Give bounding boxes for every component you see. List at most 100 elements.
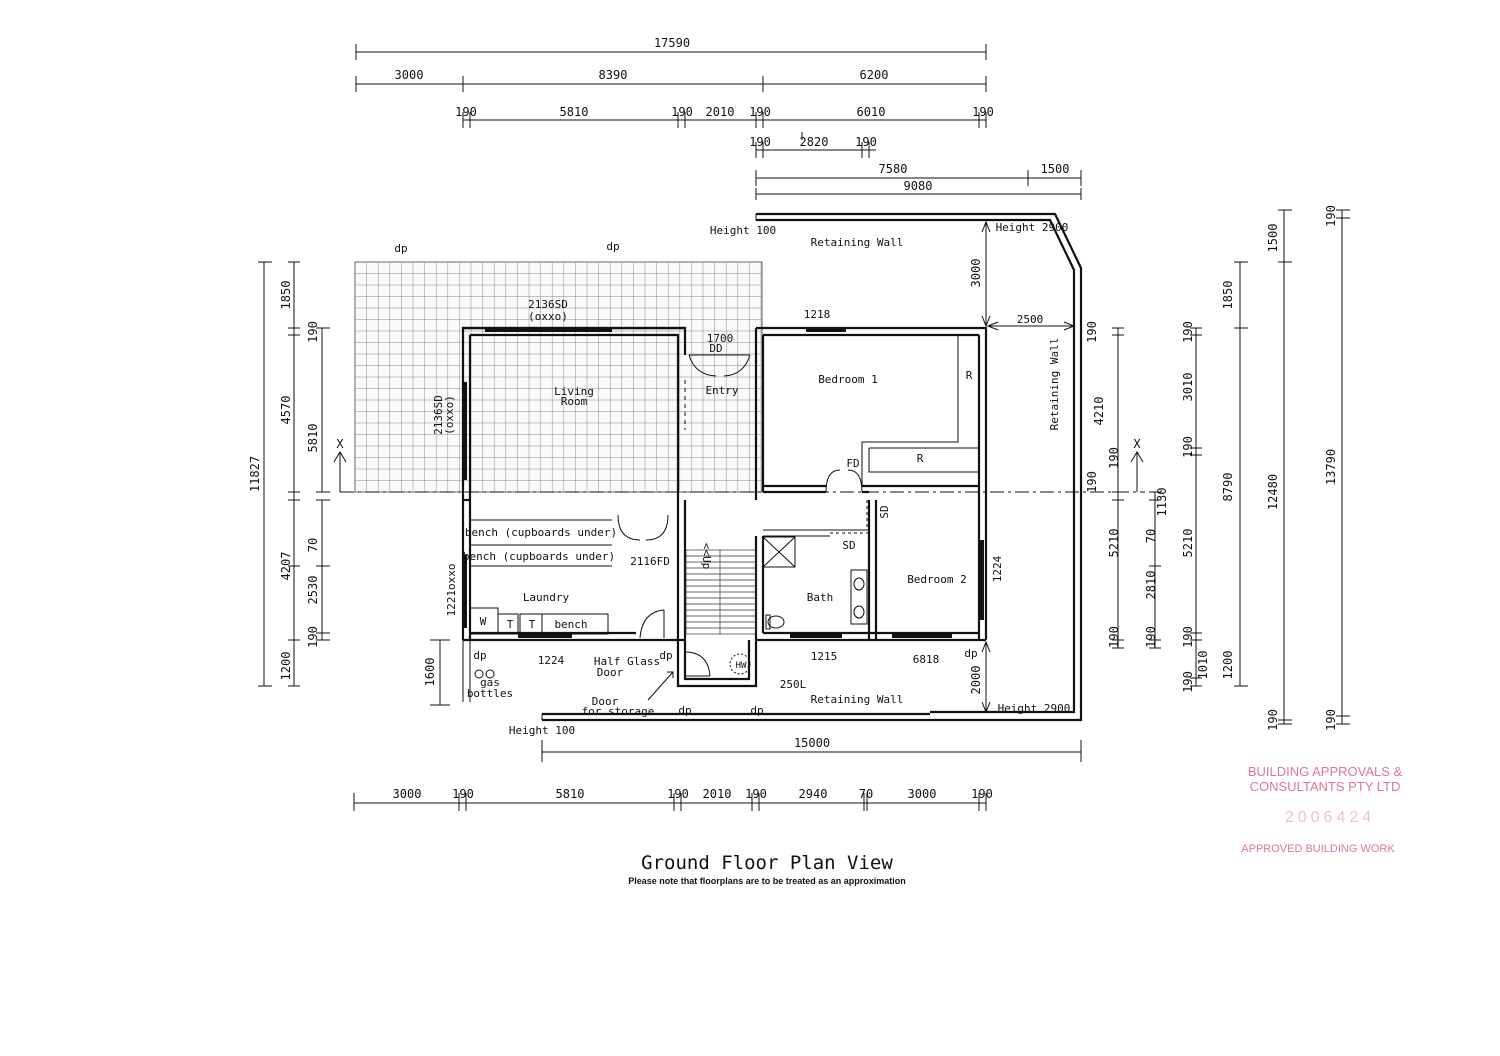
dim-bottom-3: 190 xyxy=(667,787,689,801)
dim-right-c3-5: 1010 xyxy=(1196,651,1210,680)
dim-overall-left: 11827 xyxy=(248,456,262,492)
deck-grid xyxy=(354,261,763,493)
dp-label: dp xyxy=(606,240,619,253)
top-dimensions: 17590 3000 8390 6200 190 5810 190 2010 1… xyxy=(355,36,1082,200)
door-label: Door xyxy=(597,666,624,679)
dim-right-c4-1: 8790 xyxy=(1221,473,1235,502)
dim-top-r3-1: 5810 xyxy=(560,105,589,119)
plan-note: Please note that floorplans are to be tr… xyxy=(628,876,906,886)
appliance-label: T xyxy=(507,618,514,631)
dim-right-c3-6: 190 xyxy=(1181,671,1195,693)
dim-right-c2-2: 70 xyxy=(1144,529,1158,543)
dim-left-c2-6: 190 xyxy=(306,626,320,648)
robe-label: R xyxy=(917,452,924,465)
dim-bottom-8: 3000 xyxy=(908,787,937,801)
window-label: 1224 xyxy=(991,555,1004,582)
dp-label: dp xyxy=(394,242,407,255)
dim-left-c2-4: 4207 xyxy=(279,552,293,581)
retaining-walls xyxy=(541,212,1083,722)
dim-top-r3-3: 2010 xyxy=(706,105,735,119)
room-living: Room xyxy=(561,395,588,408)
retaining-wall-label: Retaining Wall xyxy=(1048,338,1061,431)
dim-right-c4-0: 1850 xyxy=(1221,281,1235,310)
dim-top-r4-2: 190 xyxy=(855,135,877,149)
window-label: 1224 xyxy=(538,654,565,667)
window-label: 2136SD xyxy=(528,298,568,311)
dim-left-c2-7: 1200 xyxy=(279,652,293,681)
door-label: SD xyxy=(842,539,855,552)
doors xyxy=(617,354,869,677)
dim-right-c2-4: 190 xyxy=(1144,626,1158,648)
approval-stamp: BUILDING APPROVALS & CONSULTANTS PTY LTD… xyxy=(1241,764,1402,855)
room-bedroom1: Bedroom 1 xyxy=(818,373,878,386)
dim-left-c2-2: 4570 xyxy=(279,396,293,425)
dp-label: dp xyxy=(473,649,486,662)
dim-top-r3-6: 190 xyxy=(972,105,994,119)
dp-label: dp xyxy=(659,649,672,662)
dp-label: dp xyxy=(964,647,977,660)
dim-top-r3-4: 190 xyxy=(749,105,771,119)
dim-top-r5-0: 7580 xyxy=(879,162,908,176)
door-label: 2116FD xyxy=(630,555,670,568)
dim-right-c1-2: 190 xyxy=(1085,471,1099,493)
section-line: X X xyxy=(333,437,1145,493)
building-walls xyxy=(461,326,988,688)
room-entry: Entry xyxy=(705,384,738,397)
plan-title: Ground Floor Plan View xyxy=(641,852,893,874)
retaining-wall-label: Retaining Wall xyxy=(811,236,904,249)
right-dimensions xyxy=(1112,209,1350,725)
height-label: Height 2900 xyxy=(998,702,1071,715)
dim-label: 3000 xyxy=(969,259,983,288)
height-label: Height 100 xyxy=(509,724,575,737)
robe-label: R xyxy=(966,369,973,382)
dim-right-c1-0: 190 xyxy=(1085,321,1099,343)
window-label: 6818 xyxy=(913,653,940,666)
door-label: 1700 xyxy=(707,332,734,345)
dim-top-r2-0: 3000 xyxy=(395,68,424,82)
right-dimension-labels: 190 4210 190 5210 190 190 1130 70 2810 1… xyxy=(1085,205,1338,731)
room-bath: Bath xyxy=(807,591,834,604)
door-label: DD xyxy=(709,342,722,355)
stamp-line1: BUILDING APPROVALS & xyxy=(1248,764,1403,779)
dim-left-c2-5: 2530 xyxy=(306,576,320,605)
dim-right-c3-1: 3010 xyxy=(1181,373,1195,402)
room-laundry: Laundry xyxy=(523,591,570,604)
dim-right-c5-0: 1500 xyxy=(1266,224,1280,253)
storage-label: Door xyxy=(592,695,619,708)
dim-bottom-5: 190 xyxy=(745,787,767,801)
stamp-approved: APPROVED BUILDING WORK xyxy=(1241,843,1395,855)
dim-left-c2-0: 1850 xyxy=(279,281,293,310)
dim-top-r5-1: 1500 xyxy=(1041,162,1070,176)
section-mark-right: X xyxy=(1133,437,1141,451)
window-label: 1215 xyxy=(811,650,838,663)
bench-label: bench (cupboards under) xyxy=(463,550,615,563)
dim-bottom-9: 190 xyxy=(971,787,993,801)
dim-bottom-7: 70 xyxy=(859,787,873,801)
dim-top-r4-1: 2820 xyxy=(800,135,829,149)
plan-labels: dp dp Height 100 Retaining Wall Height 2… xyxy=(394,220,1076,737)
dim-right-c5-2: 190 xyxy=(1266,709,1280,731)
dim-right-c3-4: 190 xyxy=(1181,626,1195,648)
height-label: Height 100 xyxy=(710,224,776,237)
bench-label: bench (cupboards under) xyxy=(465,526,617,539)
dim-bottom-4: 2010 xyxy=(703,787,732,801)
dim-right-c6-2: 190 xyxy=(1324,709,1338,731)
dim-right-c1-4: 190 xyxy=(1107,626,1121,648)
dim-right-c2-0: 190 xyxy=(1107,447,1121,469)
dim-bottom-6: 2940 xyxy=(799,787,828,801)
door-label: SD xyxy=(878,505,891,518)
dim-left-c3-0: 5810 xyxy=(306,424,320,453)
room-bedroom2: Bedroom 2 xyxy=(907,573,967,586)
left-dimensions xyxy=(258,261,330,687)
dim-right-c3-3: 5210 xyxy=(1181,529,1195,558)
fixtures xyxy=(462,536,868,702)
height-label: Height 2900 xyxy=(996,221,1069,234)
dim-bottom-1: 190 xyxy=(452,787,474,801)
dim-right-c1-1: 4210 xyxy=(1092,397,1106,426)
door-label: Half Glass xyxy=(594,655,660,668)
dim-bottom-2: 5810 xyxy=(556,787,585,801)
dim-right-c5-1: 12480 xyxy=(1266,474,1280,510)
window-label: (oxxo) xyxy=(528,310,568,323)
gas-label: gas xyxy=(480,676,500,689)
